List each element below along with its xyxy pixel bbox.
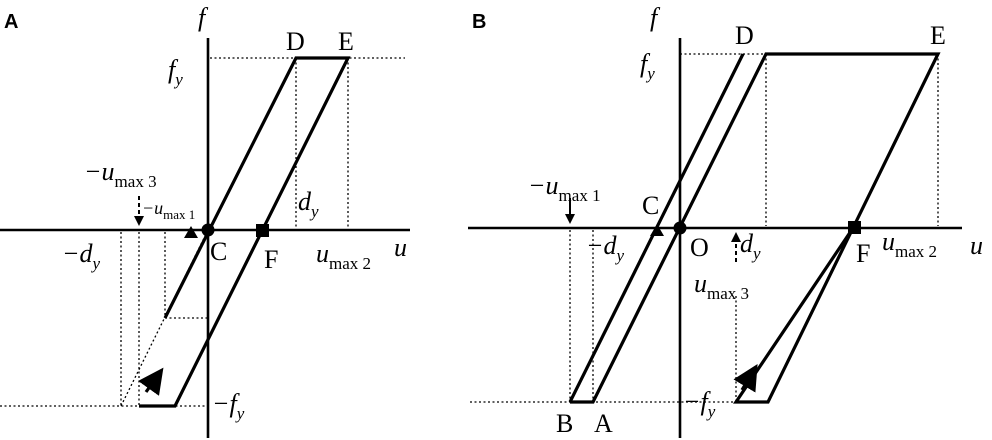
panel-a-umax2-label: umax 2 bbox=[316, 239, 371, 273]
panel-a-point-f: F bbox=[264, 245, 278, 274]
panel-a-neg-fy-label: −fy bbox=[212, 389, 245, 423]
panel-b-point-o: O bbox=[690, 233, 709, 262]
panel-b-point-a: A bbox=[594, 409, 613, 438]
panel-a-square-marker bbox=[256, 224, 269, 237]
panel-b-axis-f-label: f bbox=[650, 3, 661, 32]
panel-a-loop bbox=[139, 56, 351, 408]
panel-b-point-f: F bbox=[856, 239, 870, 268]
panel-a-direction-arrow bbox=[138, 367, 164, 396]
panel-a-point-e: E bbox=[338, 27, 354, 56]
panel-b-neg-fy-label: −fy bbox=[683, 387, 716, 421]
panel-a-point-d: D bbox=[286, 27, 305, 56]
panel-b-circle-marker bbox=[673, 221, 687, 235]
panel-b-loop bbox=[570, 52, 941, 404]
panel-b-point-c: C bbox=[642, 191, 659, 220]
panel-b-triangle-marker bbox=[650, 224, 664, 236]
panel-a-neg-umax3-label: −umax 3 bbox=[84, 157, 157, 191]
panel-b-dy-label: dy bbox=[740, 229, 761, 263]
panel-a-fy-label: fy bbox=[168, 55, 183, 89]
panel-a-dy-label: dy bbox=[298, 187, 319, 221]
panel-a-label: A bbox=[4, 11, 18, 33]
panel-b-direction-arrow bbox=[733, 364, 758, 393]
panel-a-neg-dy-label: −dy bbox=[62, 239, 101, 273]
panel-b-neg-umax1-label: −umax 1 bbox=[528, 171, 601, 205]
panel-a-point-c: C bbox=[210, 237, 227, 266]
panel-a-circle-marker bbox=[201, 223, 215, 237]
panel-a-axis-u-label: u bbox=[394, 233, 407, 262]
panel-b-point-d: D bbox=[735, 21, 754, 50]
panel-b-label: B bbox=[472, 11, 486, 33]
panel-a: A f u D E C F bbox=[0, 3, 410, 438]
panel-b-umax3-label: umax 3 bbox=[694, 269, 749, 303]
panel-b-fy-label: fy bbox=[640, 49, 655, 83]
panel-b-point-b: B bbox=[556, 409, 573, 438]
panel-b-umax2-label: umax 2 bbox=[882, 227, 937, 261]
panel-a-neg-umax1-label: −umax 1 bbox=[142, 198, 195, 222]
panel-b-square-marker bbox=[848, 221, 861, 234]
panel-b-point-e: E bbox=[930, 21, 946, 50]
panel-a-triangle-marker bbox=[184, 226, 198, 238]
panel-b-axis-u-label: u bbox=[970, 231, 983, 260]
panel-b: B f u D E C bbox=[468, 3, 983, 438]
panel-a-axis-f-label: f bbox=[198, 3, 209, 32]
panel-b-neg-dy-label: −dy bbox=[586, 231, 625, 265]
